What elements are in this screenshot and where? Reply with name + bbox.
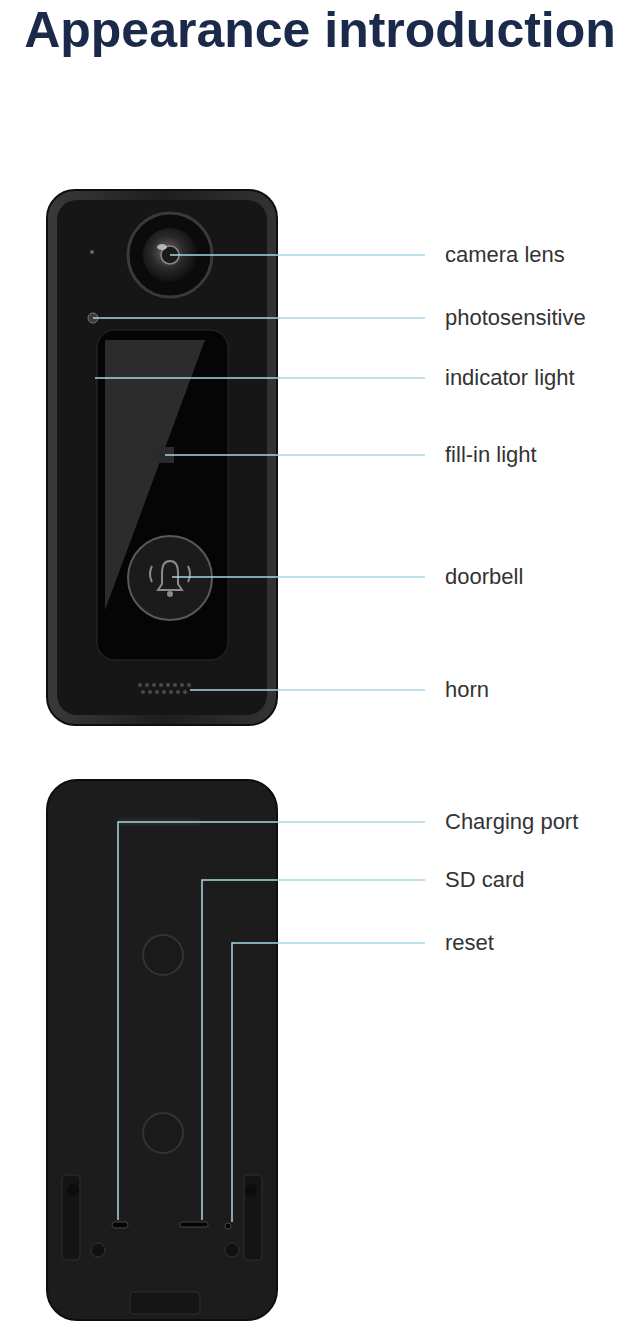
part-label: Charging port [445, 810, 578, 834]
part-label: doorbell [445, 565, 523, 589]
part-label: camera lens [445, 243, 565, 267]
part-label: SD card [445, 868, 524, 892]
leader-lines [93, 255, 425, 1222]
back-view [47, 780, 277, 1320]
part-label: photosensitive [445, 306, 586, 330]
part-label: indicator light [445, 366, 575, 390]
part-label: horn [445, 678, 489, 702]
page-title: Appearance introduction [24, 3, 616, 58]
part-label: fill-in light [445, 443, 537, 467]
front-view [47, 190, 277, 725]
part-label: reset [445, 931, 494, 955]
